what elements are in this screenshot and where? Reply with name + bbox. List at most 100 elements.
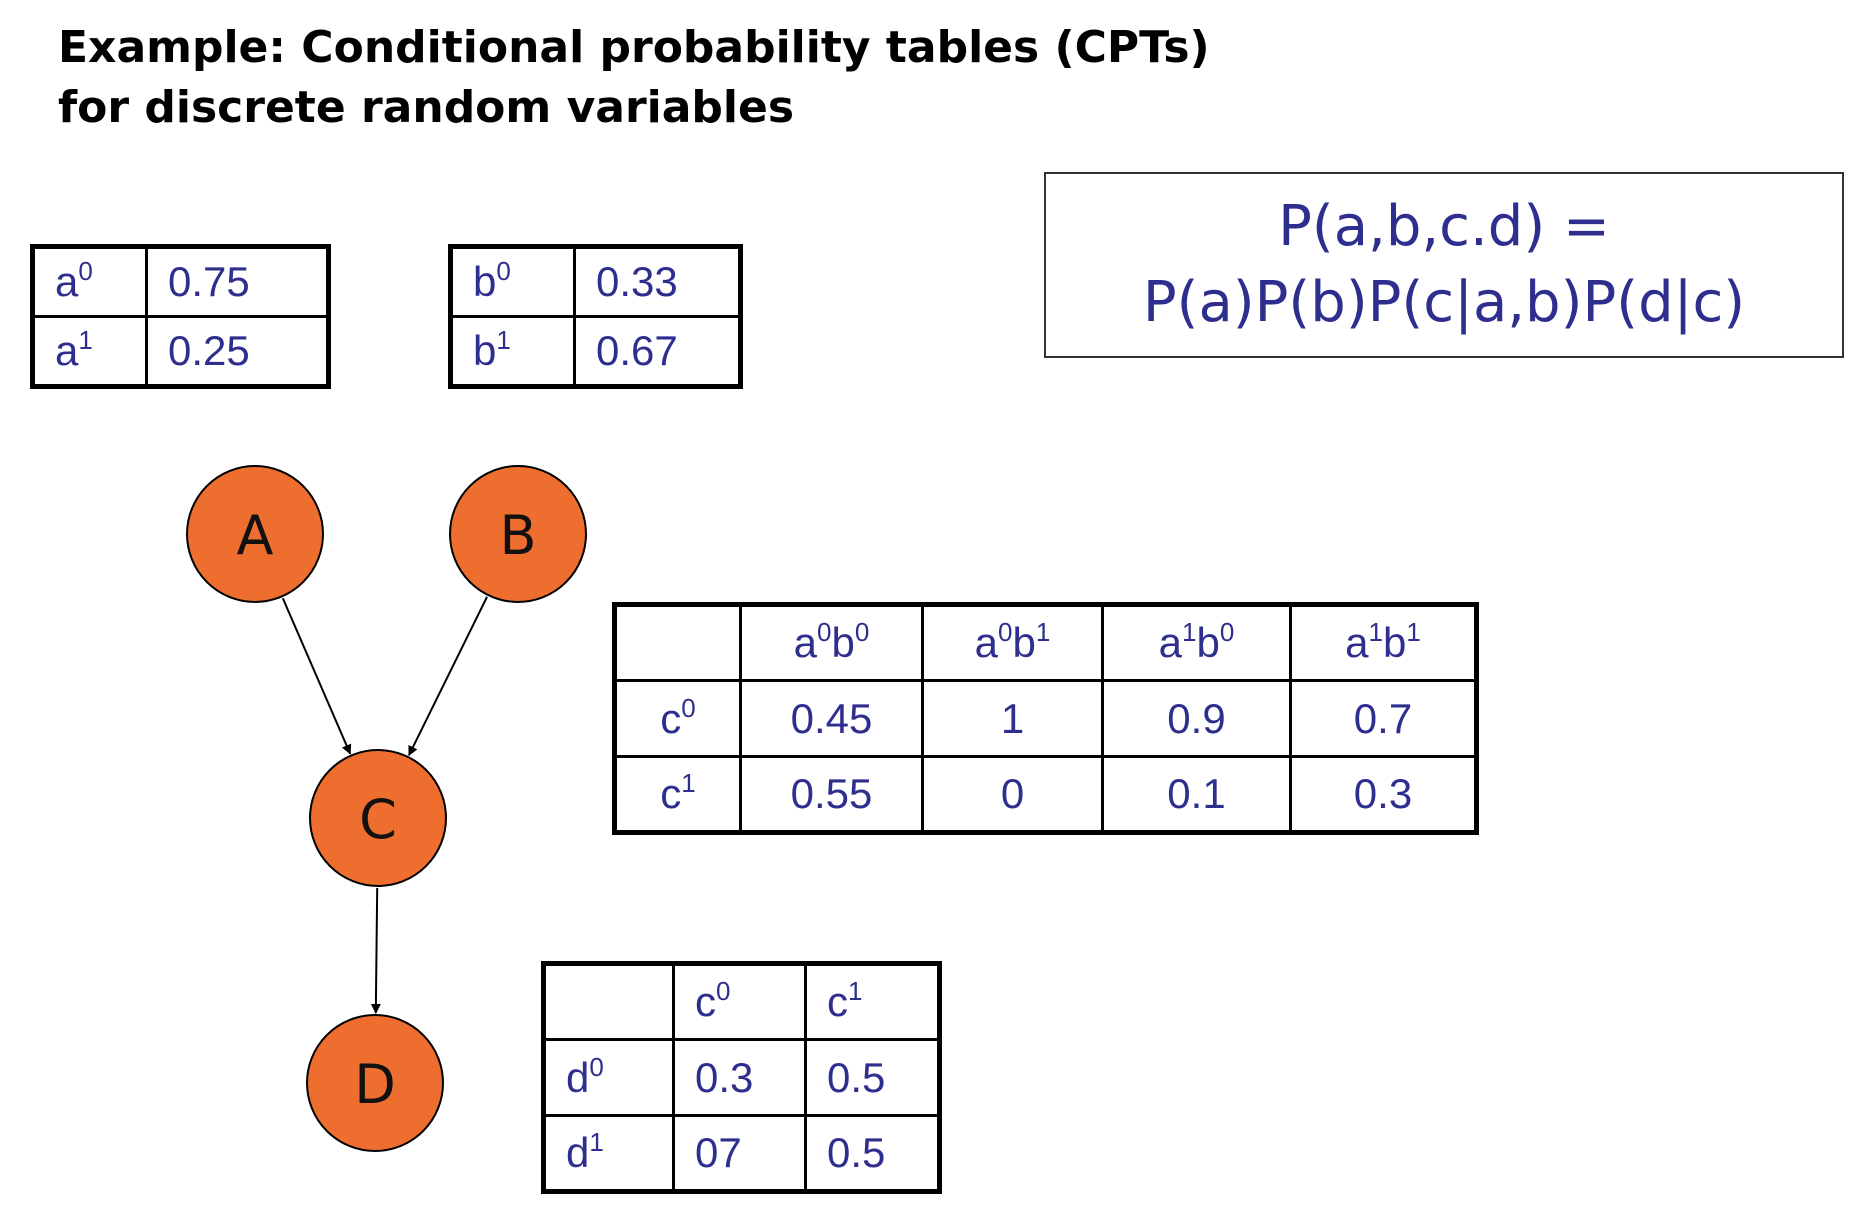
state-superscript: 0 [998, 617, 1013, 647]
cpt-c-value-cell: 0.9 [1101, 679, 1292, 758]
cpt-c-state-cell: c1 [613, 755, 742, 834]
cpt-b-table: b0 0.33 b1 0.67 [448, 244, 743, 389]
node-label: B [499, 504, 536, 567]
cpt-c-value-cell: 0.55 [739, 755, 924, 834]
node-d: D [306, 1014, 444, 1152]
table-row: d1 07 0.5 [542, 1114, 941, 1193]
node-circle [306, 1014, 444, 1152]
table-header-row: c0 c1 [542, 962, 941, 1041]
var-label: a [55, 327, 79, 374]
var-label: b [1383, 619, 1407, 666]
var-label: c [695, 978, 716, 1025]
cpt-c-value-cell: 0 [921, 755, 1104, 834]
var-label: b [473, 327, 497, 374]
state-superscript: 1 [496, 325, 511, 355]
cpt-d-value-cell: 0.3 [672, 1038, 807, 1117]
state-superscript: 1 [589, 1127, 604, 1157]
node-c: C [309, 749, 447, 887]
state-superscript: 0 [716, 976, 731, 1006]
joint-probability-formula-box: P(a,b,c.d) = P(a)P(b)P(c|a,b)P(d|c) [1044, 172, 1844, 358]
state-superscript: 1 [1182, 617, 1197, 647]
node-circle [186, 465, 324, 603]
state-superscript: 0 [1219, 617, 1235, 647]
var-label: c [660, 694, 682, 742]
state-superscript: 0 [496, 256, 511, 286]
state-superscript: 0 [78, 256, 93, 286]
cpt-b-value-cell: 0.33 [573, 245, 742, 318]
cpt-a-value-cell: 0.75 [145, 245, 330, 318]
var-label: b [1196, 619, 1220, 666]
var-label: b [473, 258, 497, 305]
node-a: A [186, 465, 324, 603]
cpt-c-header-cell: a1b1 [1289, 603, 1478, 682]
edge-a-to-c-arrow [281, 597, 352, 755]
table-row: b1 0.67 [449, 315, 742, 388]
node-label: A [237, 504, 274, 567]
node-label: D [354, 1053, 396, 1116]
var-label: a [793, 619, 818, 666]
cpt-a-state-cell: a1 [31, 315, 148, 388]
cpt-c-value-cell: 0.7 [1289, 679, 1478, 758]
table-header-row: a0b0 a0b1 a1b0 a1b1 [613, 603, 1478, 682]
node-b: B [449, 465, 587, 603]
state-superscript: 1 [78, 325, 93, 355]
cpt-a-state-cell: a0 [31, 245, 148, 318]
var-label: a [974, 619, 999, 666]
table-row: d0 0.3 0.5 [542, 1038, 941, 1117]
state-superscript: 0 [854, 617, 870, 647]
var-label: d [566, 1053, 590, 1101]
cpt-d-header-cell: c0 [672, 962, 807, 1041]
edge-c-to-d-arrow [370, 887, 381, 1015]
slide-title: Example: Conditional probability tables … [58, 18, 1210, 138]
cpt-c-table: a0b0 a0b1 a1b0 a1b1 c0 0.45 1 0.9 0.7 c1… [612, 602, 1479, 835]
cpt-d-state-cell: d0 [542, 1038, 675, 1117]
state-superscript: 0 [817, 617, 832, 647]
cpt-d-state-cell: d1 [542, 1114, 675, 1193]
formula-line-1: P(a,b,c.d) = [1278, 194, 1610, 259]
table-row: a0 0.75 [31, 245, 330, 318]
table-row: c1 0.55 0 0.1 0.3 [613, 755, 1478, 834]
cpt-c-header-cell: a0b1 [921, 603, 1104, 682]
cpt-c-header-cell: a0b0 [739, 603, 924, 682]
cpt-a-table: a0 0.75 a1 0.25 [30, 244, 331, 389]
cpt-d-value-cell: 0.5 [804, 1114, 941, 1193]
state-superscript: 0 [681, 692, 696, 723]
cpt-c-value-cell: 0.3 [1289, 755, 1478, 834]
cpt-a-value-cell: 0.25 [145, 315, 330, 388]
cpt-b-state-cell: b1 [449, 315, 576, 388]
title-line-2: for discrete random variables [58, 82, 795, 133]
var-label: b [1012, 619, 1036, 666]
cpt-d-corner-cell [542, 962, 675, 1041]
var-label: a [1158, 619, 1183, 666]
cpt-d-value-cell: 07 [672, 1114, 807, 1193]
var-label: c [660, 770, 682, 817]
node-circle [309, 749, 447, 887]
var-label: d [566, 1129, 590, 1176]
cpt-d-table: c0 c1 d0 0.3 0.5 d1 07 0.5 [541, 961, 942, 1194]
cpt-b-state-cell: b0 [449, 245, 576, 318]
cpt-c-state-cell: c0 [613, 679, 742, 758]
var-label: a [1345, 619, 1369, 666]
var-label: b [831, 619, 855, 666]
table-row: c0 0.45 1 0.9 0.7 [613, 679, 1478, 758]
state-superscript: 1 [681, 768, 696, 798]
cpt-c-corner-cell [613, 603, 742, 682]
var-label: c [827, 978, 848, 1025]
state-superscript: 1 [848, 976, 863, 1006]
edges-layer [281, 596, 488, 1015]
node-label: C [359, 788, 397, 851]
state-superscript: 1 [1035, 617, 1051, 647]
title-line-1: Example: Conditional probability tables … [58, 22, 1210, 73]
cpt-c-value-cell: 1 [921, 679, 1104, 758]
state-superscript: 1 [1406, 617, 1421, 647]
table-row: a1 0.25 [31, 315, 330, 388]
cpt-d-value-cell: 0.5 [804, 1038, 941, 1117]
cpt-c-value-cell: 0.45 [739, 679, 924, 758]
var-label: a [55, 258, 79, 305]
formula-line-2: P(a)P(b)P(c|a,b)P(d|c) [1142, 270, 1746, 335]
nodes-layer: A B C D [186, 465, 587, 1152]
cpt-c-header-cell: a1b0 [1101, 603, 1292, 682]
state-superscript: 1 [1368, 617, 1383, 647]
state-superscript: 0 [589, 1051, 604, 1082]
